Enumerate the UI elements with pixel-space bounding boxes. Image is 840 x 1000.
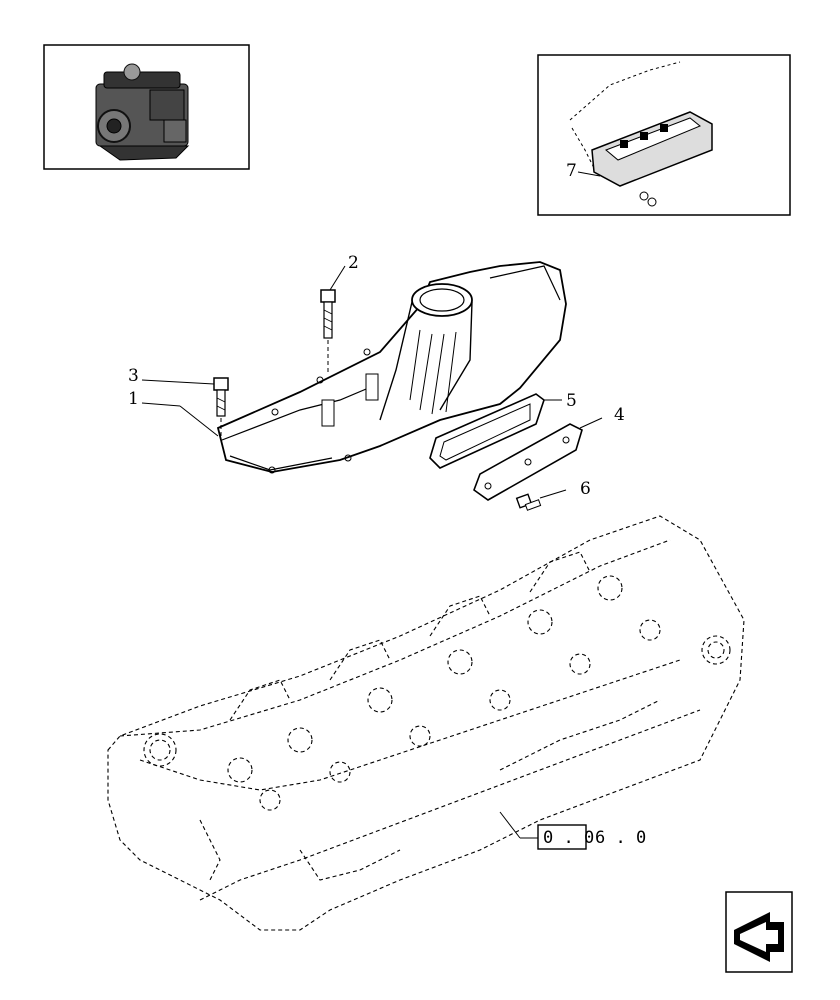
reference-rest-text: 6 . 0 xyxy=(595,828,646,848)
callout-4: 4 xyxy=(614,405,625,425)
engine-icon xyxy=(95,63,190,161)
callout-1: 1 xyxy=(128,389,139,409)
engine-thumbnail[interactable] xyxy=(43,44,250,170)
reference-number[interactable]: 0 . 0 6 . 0 xyxy=(499,811,646,850)
cylinder-head-phantom xyxy=(107,515,745,931)
next-page-button[interactable] xyxy=(725,891,793,973)
callout-2: 2 xyxy=(348,253,359,273)
bolt-part-6[interactable] xyxy=(515,493,542,511)
callout-7: 7 xyxy=(566,161,577,181)
intake-manifold[interactable] xyxy=(216,261,567,474)
callout-6: 6 xyxy=(580,479,591,499)
callout-3: 3 xyxy=(128,366,139,386)
bolt-part-3[interactable] xyxy=(213,377,229,438)
reference-boxed-text: 0 . 0 xyxy=(543,828,594,848)
manifold-thumbnail-icon xyxy=(569,61,713,207)
next-page-arrow-icon xyxy=(734,912,784,962)
bolt-part-2[interactable] xyxy=(320,289,336,372)
callout-5: 5 xyxy=(566,391,577,411)
flange-part-4[interactable] xyxy=(473,423,583,501)
manifold-location-thumbnail[interactable]: 7 xyxy=(537,54,791,216)
